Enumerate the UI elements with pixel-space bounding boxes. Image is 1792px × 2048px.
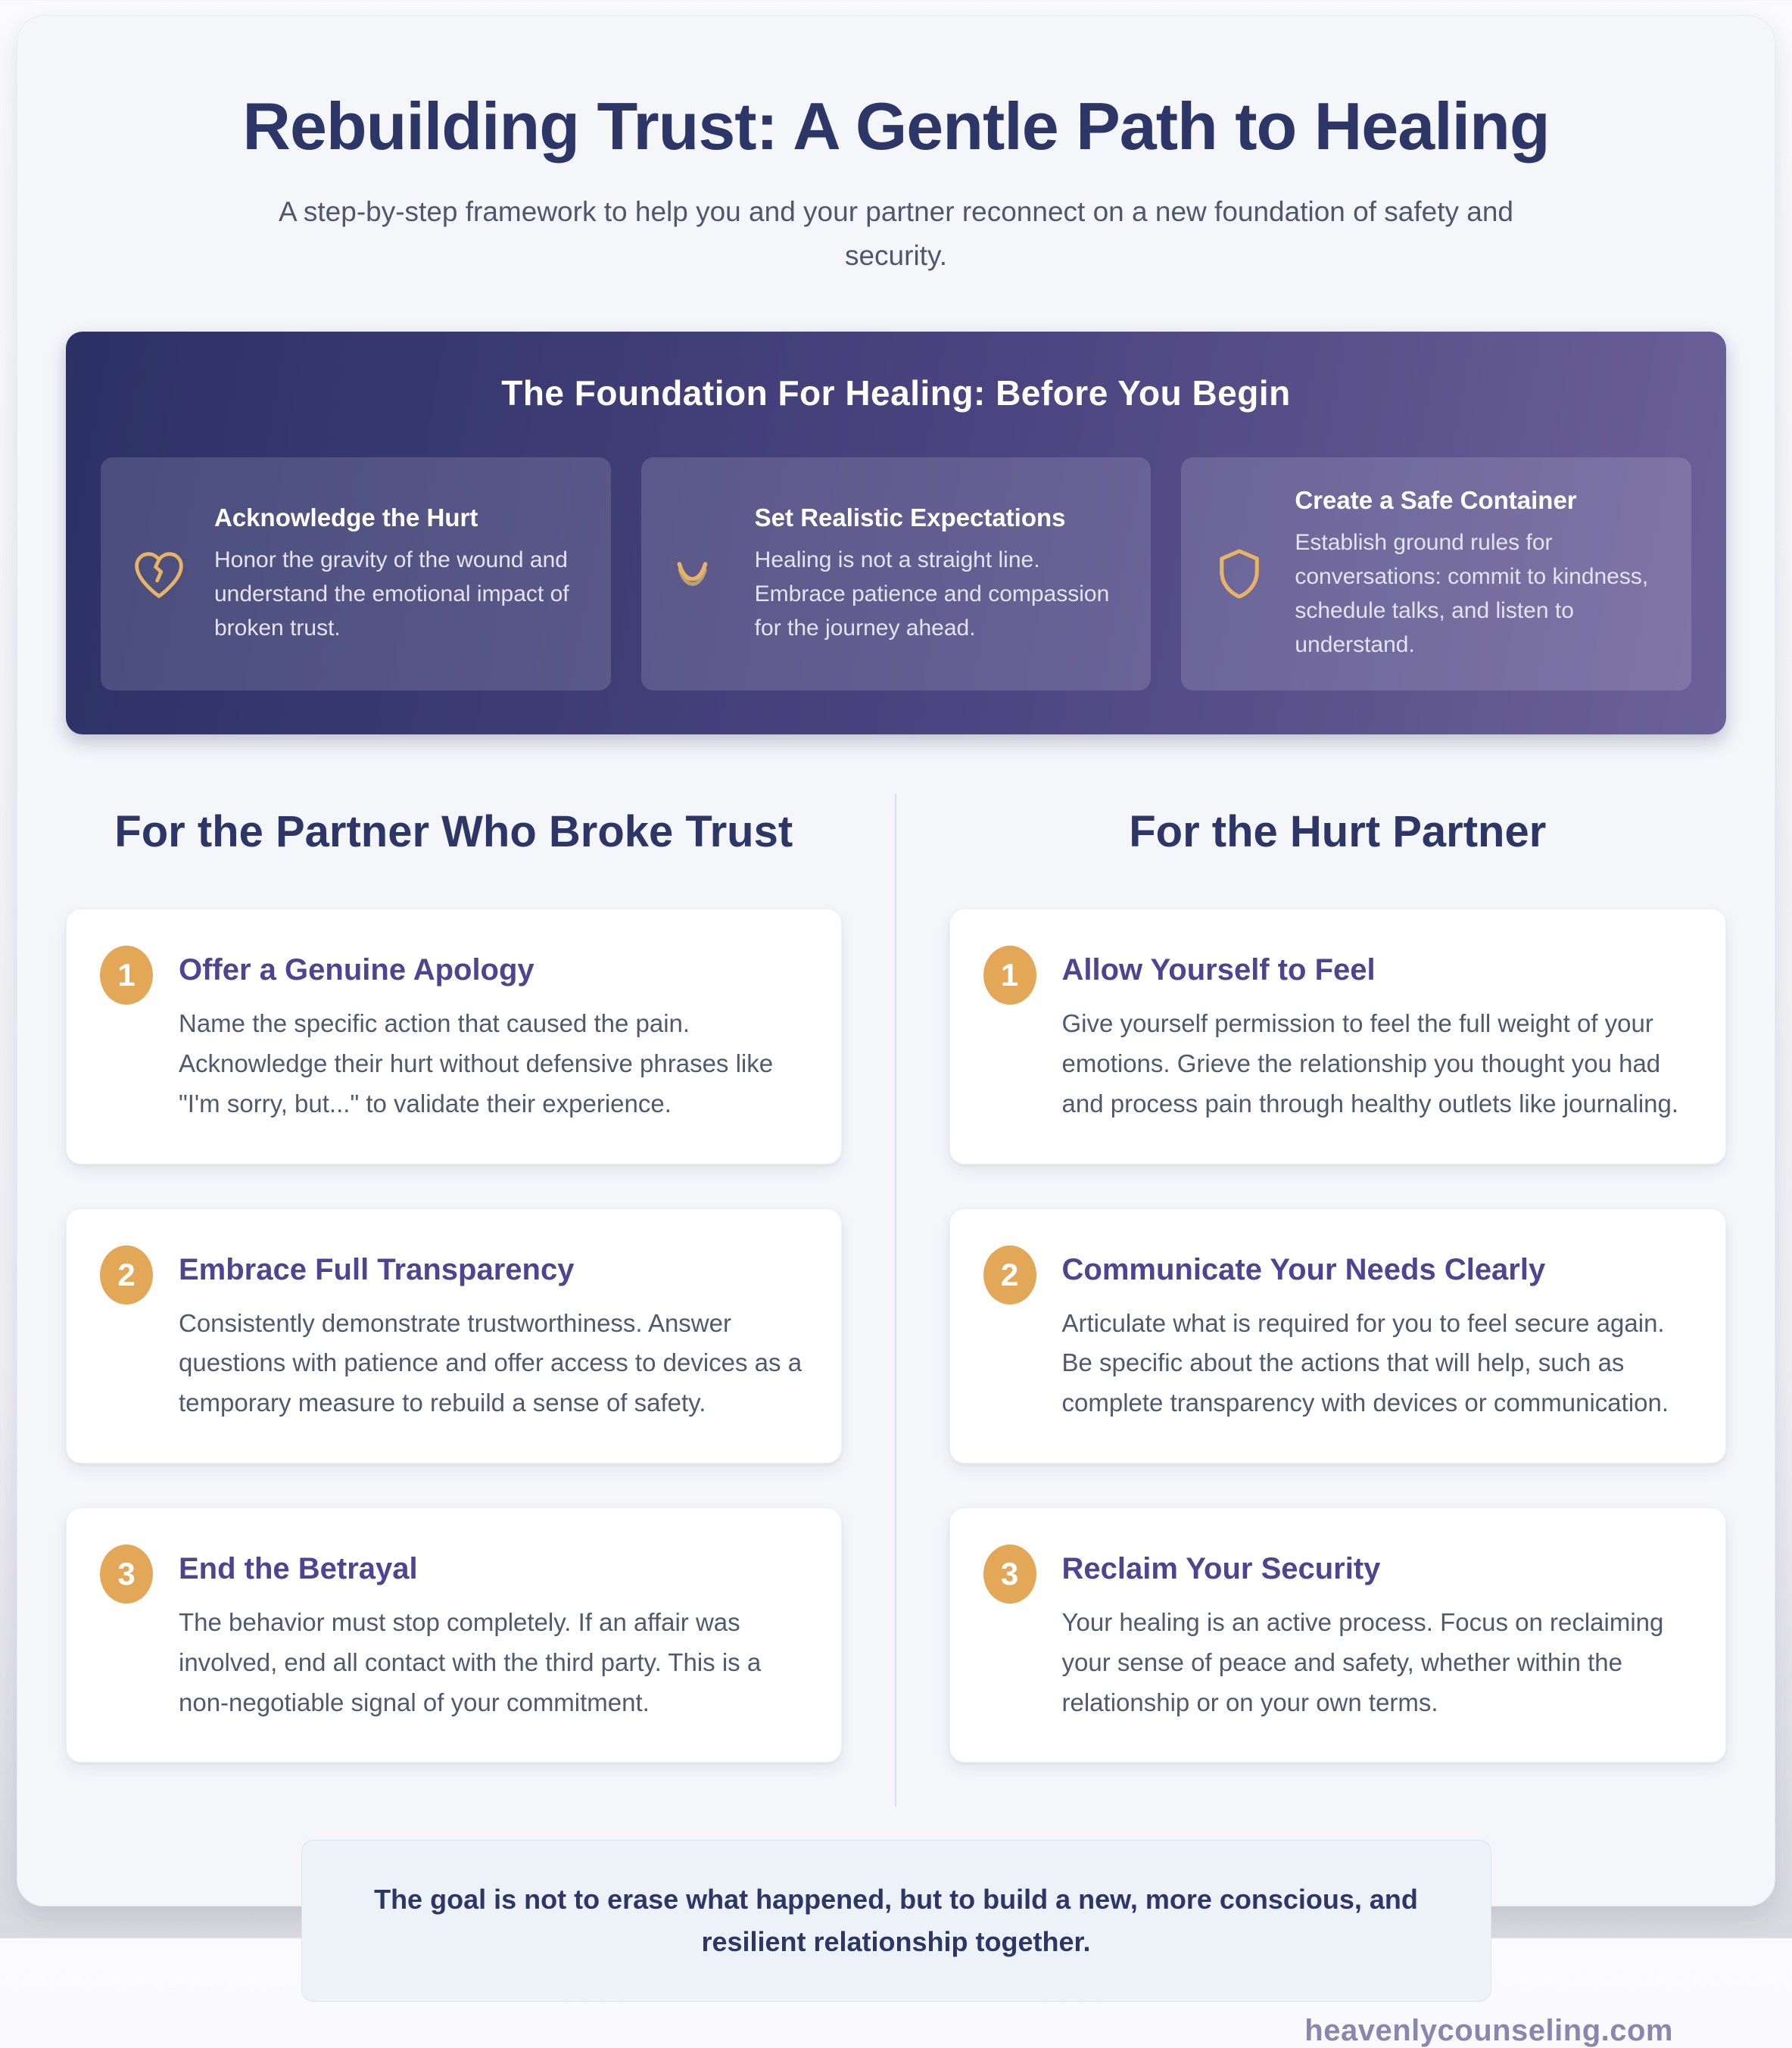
page-title: Rebuilding Trust: A Gentle Path to Heali… xyxy=(242,89,1550,164)
foundation-heading: The Foundation For Healing: Before You B… xyxy=(501,373,1291,413)
step-card: 3 Reclaim Your Security Your healing is … xyxy=(949,1507,1726,1763)
foundation-card-title: Acknowledge the Hurt xyxy=(214,503,478,531)
foundation-cards: Acknowledge the Hurt Honor the gravity o… xyxy=(101,457,1692,690)
step-number-badge: 1 xyxy=(100,946,153,1005)
column-heading: For the Partner Who Broke Trust xyxy=(114,807,793,856)
foundation-card-text: Set Realistic Expectations Healing is no… xyxy=(755,503,1126,645)
foundation-card-safe-container: Create a Safe Container Establish ground… xyxy=(1181,457,1692,690)
foundation-card-title: Create a Safe Container xyxy=(1295,486,1577,514)
step-number-badge: 3 xyxy=(983,1545,1036,1604)
goal-note-text: The goal is not to erase what happened, … xyxy=(374,1884,1418,1958)
step-content: Embrace Full Transparency Consistently d… xyxy=(179,1244,808,1423)
step-number-badge: 1 xyxy=(983,946,1036,1005)
step-body: Consistently demonstrate trustworthiness… xyxy=(179,1308,803,1417)
foundation-banner: The Foundation For Healing: Before You B… xyxy=(66,332,1726,734)
foundation-card-body: Honor the gravity of the wound and under… xyxy=(214,547,569,641)
step-content: Allow Yourself to Feel Give yourself per… xyxy=(1062,944,1693,1124)
step-card: 2 Communicate Your Needs Clearly Articul… xyxy=(949,1208,1726,1464)
step-content: Communicate Your Needs Clearly Articulat… xyxy=(1062,1244,1693,1423)
shield-icon xyxy=(1207,541,1272,606)
step-number-badge: 3 xyxy=(100,1545,153,1604)
step-title: End the Betrayal xyxy=(179,1552,418,1586)
column-hurt-partner: For the Hurt Partner 1 Allow Yourself to… xyxy=(896,793,1726,1806)
column-heading: For the Hurt Partner xyxy=(1129,807,1547,856)
broken-heart-icon xyxy=(126,541,192,606)
step-body: The behavior must stop completely. If an… xyxy=(179,1608,762,1716)
foundation-card-acknowledge: Acknowledge the Hurt Honor the gravity o… xyxy=(101,457,611,690)
step-body: Your healing is an active process. Focus… xyxy=(1061,1608,1664,1716)
step-body: Name the specific action that caused the… xyxy=(179,1009,774,1118)
step-content: Offer a Genuine Apology Name the specifi… xyxy=(179,944,808,1124)
foundation-card-expectations: Set Realistic Expectations Healing is no… xyxy=(640,457,1152,690)
step-card: 1 Allow Yourself to Feel Give yourself p… xyxy=(949,909,1726,1164)
step-number-badge: 2 xyxy=(100,1245,153,1305)
step-body: Articulate what is required for you to f… xyxy=(1061,1308,1669,1417)
website-text: heavenlycounseling.com xyxy=(1304,2014,1673,2047)
advice-columns: For the Partner Who Broke Trust 1 Offer … xyxy=(66,793,1726,1807)
step-title: Offer a Genuine Apology xyxy=(179,953,534,987)
step-title: Communicate Your Needs Clearly xyxy=(1061,1252,1546,1286)
foundation-card-text: Create a Safe Container Establish ground… xyxy=(1295,486,1666,662)
goal-note-box: The goal is not to erase what happened, … xyxy=(301,1840,1491,2002)
foundation-card-text: Acknowledge the Hurt Honor the gravity o… xyxy=(214,503,585,645)
step-content: Reclaim Your Security Your healing is an… xyxy=(1062,1543,1693,1722)
column-partner-who-broke-trust: For the Partner Who Broke Trust 1 Offer … xyxy=(66,793,896,1807)
foundation-card-body: Establish ground rules for conversations… xyxy=(1295,530,1649,657)
step-body: Give yourself permission to feel the ful… xyxy=(1061,1009,1679,1118)
infographic-poster: Rebuilding Trust: A Gentle Path to Heali… xyxy=(17,15,1775,2047)
step-card: 3 End the Betrayal The behavior must sto… xyxy=(66,1507,842,1763)
step-number-badge: 2 xyxy=(983,1245,1036,1305)
step-content: End the Betrayal The behavior must stop … xyxy=(179,1543,808,1722)
page-subtitle: A step-by-step framework to help you and… xyxy=(278,196,1514,271)
foundation-card-body: Healing is not a straight line. Embrace … xyxy=(754,547,1110,641)
healing-curve-icon xyxy=(667,541,732,606)
foundation-card-title: Set Realistic Expectations xyxy=(754,503,1066,531)
step-title: Embrace Full Transparency xyxy=(179,1252,575,1286)
step-card: 1 Offer a Genuine Apology Name the speci… xyxy=(66,909,842,1164)
step-card: 2 Embrace Full Transparency Consistently… xyxy=(66,1208,842,1464)
step-title: Allow Yourself to Feel xyxy=(1061,953,1376,987)
step-title: Reclaim Your Security xyxy=(1061,1552,1381,1586)
